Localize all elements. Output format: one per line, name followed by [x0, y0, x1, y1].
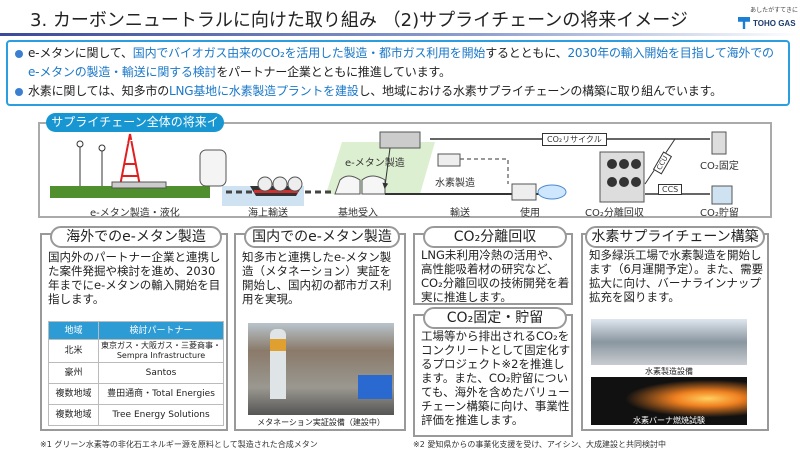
- photo-caption: メタネーション実証設備（建設中）: [257, 418, 385, 427]
- highlight: 2030年の輸入開始を目指して海外でのe-メタンの製造・輸送に関する検討: [28, 46, 774, 79]
- footnote-2: ※2 愛知県からの事業化支援を受け、アイシン、大成建設と共同検討中: [413, 440, 667, 449]
- hydrogen-facility-photo: [591, 319, 747, 365]
- emethane-production-label: e-メタン製造: [345, 158, 405, 169]
- panel-hydrogen-supply-chain: 水素サプライチェーン構築 知多緑浜工場で水素製造を開始します（6月運開予定）。ま…: [581, 226, 769, 431]
- title-divider: [0, 33, 800, 36]
- panel-text: 知多緑浜工場で水素製造を開始します（6月運開予定）。また、需要拡大に向け、バーナ…: [589, 248, 764, 304]
- text: e-メタンに関して、: [28, 46, 133, 60]
- summary-bullet-2: 水素に関しては、知多市のLNG基地に水素製造プラントを建設し、地域における水素サ…: [14, 82, 782, 101]
- cell: 豪州: [48, 362, 99, 384]
- cell: 複数地域: [48, 404, 99, 426]
- stage-label: CO₂貯留: [700, 208, 739, 219]
- logo-mark-icon: [738, 17, 750, 29]
- panel-title: 海外でのe-メタン製造: [50, 226, 222, 248]
- stage-label: 海上輸送: [248, 208, 288, 219]
- hydrogen-production-label: 水素製造: [435, 178, 475, 189]
- supply-chain-diagram: e-メタン製造・液化 海上輸送 基地受入 輸送 使用 CO₂分離回収 CO₂固定…: [38, 122, 772, 219]
- text: をパートナー企業とともに推進しています。: [216, 65, 451, 79]
- ccs-label: CCS: [658, 184, 683, 195]
- stage-label: 輸送: [450, 208, 470, 219]
- summary-bullet-1: e-メタンに関して、国内でバイオガス由来のCO₂を活用した製造・都市ガス利用を開…: [14, 44, 782, 82]
- text: し、地域における水素サプライチェーンの構築に取り組んでいます。: [358, 84, 723, 98]
- panel-text: 国内外のパートナー企業と連携した案件発掘や検討を進め、2030年までにe-メタン…: [48, 250, 221, 306]
- highlight: LNG基地に水素製造プラントを建設: [169, 84, 359, 98]
- panel-co2-storage: CO₂固定・貯留 工場等から排出されるCO₂をコンクリートとして固定化するプロジ…: [413, 307, 573, 437]
- summary-box: e-メタンに関して、国内でバイオガス由来のCO₂を活用した製造・都市ガス利用を開…: [6, 40, 790, 106]
- panel-overseas-emethane: 海外でのe-メタン製造 国内外のパートナー企業と連携した案件発掘や検討を進め、2…: [40, 226, 228, 431]
- stage-label: 使用: [520, 208, 540, 219]
- table-row: 北米東京ガス・大阪ガス・三菱商事・Sempra Infrastructure: [48, 339, 224, 363]
- logo-name: TOHO GAS: [753, 18, 796, 28]
- panel-title: 国内でのe-メタン製造: [244, 226, 400, 248]
- supply-chain-illustration: [50, 131, 733, 206]
- text: するとともに、: [485, 46, 568, 60]
- toho-gas-logo: あしたがすてきに TOHO GAS: [738, 5, 798, 33]
- table-header: 地域: [48, 321, 99, 340]
- methanation-facility-photo: [248, 323, 394, 415]
- panel-text: 知多市と連携したe-メタン製造（メタネーション）実証を開始し、国内初の都市ガス利…: [242, 250, 392, 306]
- stage-label: CO₂分離回収: [585, 208, 644, 219]
- photo-caption: 水素製造設備: [645, 367, 693, 376]
- text: 水素に関しては、知多市の: [28, 84, 170, 98]
- cell: Tree Energy Solutions: [98, 404, 224, 426]
- partner-table: 地域検討パートナー 北米東京ガス・大阪ガス・三菱商事・Sempra Infras…: [48, 321, 224, 426]
- panel-co2-capture: CO₂分離回収 LNG未利用冷熱の活用や、高性能吸着材の研究など、CO₂分離回収…: [413, 226, 573, 305]
- highlight: 国内でバイオガス由来のCO₂を活用した製造・都市ガス利用を開始: [132, 46, 486, 60]
- cell: Santos: [98, 362, 224, 384]
- cell: 東京ガス・大阪ガス・三菱商事・Sempra Infrastructure: [98, 339, 224, 363]
- diagram-title: サプライチェーン全体の将来イメージ: [46, 113, 224, 148]
- footnote-1: ※1 グリーン水素等の非化石エネルギー源を原料として製造された合成メタン: [40, 440, 318, 449]
- table-header: 検討パートナー: [98, 321, 224, 340]
- panel-title: 水素サプライチェーン構築: [585, 226, 765, 248]
- table-row: 複数地域豊田通商・Total Energies: [48, 383, 224, 405]
- panel-text: LNG未利用冷熱の活用や、高性能吸着材の研究など、CO₂分離回収の技術開発を着実…: [421, 248, 570, 304]
- co2-recycle-label: CO₂リサイクル: [542, 133, 607, 146]
- cell: 複数地域: [48, 383, 99, 405]
- cell: 豊田通商・Total Energies: [98, 383, 224, 405]
- page-title: 3. カーボンニュートラルに向けた取り組み （2)サプライチェーンの将来イメージ: [30, 10, 688, 31]
- stage-label: 基地受入: [338, 208, 378, 219]
- panel-domestic-emethane: 国内でのe-メタン製造 知多市と連携したe-メタン製造（メタネーション）実証を開…: [234, 226, 406, 431]
- logo-tagline: あしたがすてきに: [750, 7, 798, 14]
- cell: 北米: [48, 339, 99, 363]
- stage-label: e-メタン製造・液化: [90, 208, 180, 219]
- stage-label: CO₂固定: [700, 161, 739, 172]
- photo-caption: 水素バーナ燃焼試験: [633, 416, 705, 425]
- panel-title: CO₂分離回収: [423, 226, 567, 248]
- panel-text: 工場等から排出されるCO₂をコンクリートとして固定化するプロジェクト※2を推進し…: [421, 329, 571, 427]
- panel-title: CO₂固定・貯留: [423, 307, 567, 329]
- hydrogen-burner-photo: [591, 377, 747, 425]
